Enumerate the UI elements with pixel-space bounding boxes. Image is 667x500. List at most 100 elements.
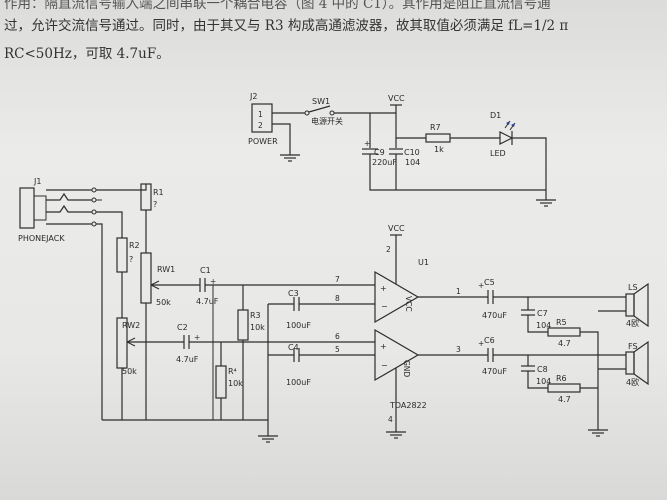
r3-label: R3 xyxy=(250,311,261,320)
c2-value: 4.7uF xyxy=(176,355,199,364)
c1-label: C1 xyxy=(200,266,211,275)
pin1-label: 1 xyxy=(456,287,461,296)
u1-tda2822: + − + − VCC GND U1 TDA2822 xyxy=(374,258,429,410)
r6-value: 4.7 xyxy=(558,395,571,404)
ls-value: 4欧 xyxy=(626,318,639,328)
j2-pin1-label: 1 xyxy=(258,110,263,119)
c4-label: C4 xyxy=(288,343,299,352)
c6-label: C6 xyxy=(484,336,495,345)
ground-symbol-j2 xyxy=(280,154,300,162)
c7-value: 104 xyxy=(536,321,551,330)
u1-label: U1 xyxy=(418,258,429,267)
r2-value: ? xyxy=(129,255,133,264)
rw1-potentiometer: RW1 50k xyxy=(140,252,175,307)
c2-label: C2 xyxy=(177,323,188,332)
r2-resistor: R2 ? xyxy=(116,237,140,273)
svg-text:+: + xyxy=(364,139,370,148)
c9-value: 220uF xyxy=(372,158,397,167)
sw1-desc-label: 电源开关 xyxy=(311,116,343,126)
d1-led: D1 LED xyxy=(490,111,516,158)
pin5-label: 5 xyxy=(335,345,340,354)
j2-connector: J2 1 2 POWER xyxy=(248,92,278,146)
ic-vcc-label: VCC xyxy=(388,224,405,233)
d1-label: D1 xyxy=(490,111,501,120)
rw1-value: 50k xyxy=(156,298,171,307)
paragraph-line-2: RC<50Hz，可取 4.7uF。 xyxy=(4,46,170,62)
ls-speaker: LS 4欧 xyxy=(625,282,649,328)
svg-text:+: + xyxy=(380,342,387,351)
tda2822-label: TDA2822 xyxy=(389,401,427,410)
r5-label: R5 xyxy=(556,318,567,327)
c8-label: C8 xyxy=(537,365,548,374)
j2-pin2-label: 2 xyxy=(258,121,263,130)
c7-capacitor: C7 104 xyxy=(521,309,551,330)
r4-value: 10k xyxy=(228,379,243,388)
pin4-label: 4 xyxy=(388,415,393,424)
c6-capacitor: + C6 470uF xyxy=(478,336,507,376)
c5-capacitor: + C5 470uF xyxy=(478,278,507,320)
svg-text:−: − xyxy=(381,361,388,370)
sw1-label: SW1 xyxy=(312,97,330,106)
fs-label: FS xyxy=(628,342,638,351)
phonejack-label: PHONEJACK xyxy=(18,234,65,243)
svg-text:+: + xyxy=(380,284,387,293)
rw2-value: 50k xyxy=(122,367,137,376)
c3-value: 100uF xyxy=(286,321,311,330)
svg-text:−: − xyxy=(381,302,388,311)
c8-capacitor: C8 104 xyxy=(521,365,551,386)
rw2-label: RW2 xyxy=(122,321,140,330)
r1-value: ? xyxy=(153,200,157,209)
r3-resistor: R3 10k xyxy=(237,309,265,341)
r5-resistor: R5 4.7 xyxy=(547,318,581,348)
c9-label: C9 xyxy=(374,148,385,157)
r1-resistor: R1 ? xyxy=(140,183,164,211)
c7-label: C7 xyxy=(537,309,548,318)
paragraph-line-1: 过，允许交流信号通过。同时，由于其又与 R3 构成高通滤波器，故其取值必须满足 … xyxy=(4,18,569,34)
c10-label: C10 xyxy=(404,148,420,157)
rw2-potentiometer: RW2 50k xyxy=(116,317,140,376)
c5-label: C5 xyxy=(484,278,495,287)
r6-label: R6 xyxy=(556,374,567,383)
c3-capacitor: C3 100uF xyxy=(286,289,311,330)
r3-value: 10k xyxy=(250,323,265,332)
rw1-label: RW1 xyxy=(157,265,175,274)
ic-vcc-pin-label: VCC xyxy=(404,296,413,312)
r1-label: R1 xyxy=(153,188,164,197)
fs-speaker: FS 4欧 xyxy=(625,340,649,387)
j1-label: J1 xyxy=(33,177,41,186)
ground-symbol-power xyxy=(536,199,556,207)
c9-capacitor: + C9 220uF xyxy=(362,139,397,167)
r4-label: R⁴ xyxy=(228,367,237,376)
r7-value: 1k xyxy=(434,145,444,154)
svg-text:+: + xyxy=(210,277,216,286)
c2-capacitor: + C2 4.7uF xyxy=(176,323,200,364)
fs-value: 4欧 xyxy=(626,377,639,387)
r7-label: R7 xyxy=(430,123,441,132)
c4-capacitor: C4 100uF xyxy=(286,343,311,387)
led-label: LED xyxy=(490,149,506,158)
c6-value: 470uF xyxy=(482,367,507,376)
ls-label: LS xyxy=(628,283,638,292)
c4-value: 100uF xyxy=(286,378,311,387)
r6-resistor: R6 4.7 xyxy=(547,374,581,404)
c1-capacitor: + C1 4.7uF xyxy=(196,266,219,306)
c8-value: 104 xyxy=(536,377,551,386)
r2-label: R2 xyxy=(129,241,140,250)
pin7-label: 7 xyxy=(335,275,340,284)
ground-symbol-ic xyxy=(386,431,406,439)
ground-symbol-output xyxy=(588,429,608,437)
ic-gnd-pin-label: GND xyxy=(402,360,411,377)
svg-text:+: + xyxy=(478,281,484,290)
paragraph-line-0: 作用：隔直流信号输入端之间串联一个耦合电容（图 4 中的 C1）。其作用是阻止直… xyxy=(4,0,551,12)
c3-label: C3 xyxy=(288,289,299,298)
r5-value: 4.7 xyxy=(558,339,571,348)
r7-resistor: R7 1k xyxy=(425,123,451,154)
power-label: POWER xyxy=(248,137,278,146)
r4-resistor: R⁴ 10k xyxy=(215,365,243,399)
svg-text:+: + xyxy=(478,339,484,348)
pin8-label: 8 xyxy=(335,294,340,303)
pin3-label: 3 xyxy=(456,345,461,354)
j2-label: J2 xyxy=(249,92,257,101)
